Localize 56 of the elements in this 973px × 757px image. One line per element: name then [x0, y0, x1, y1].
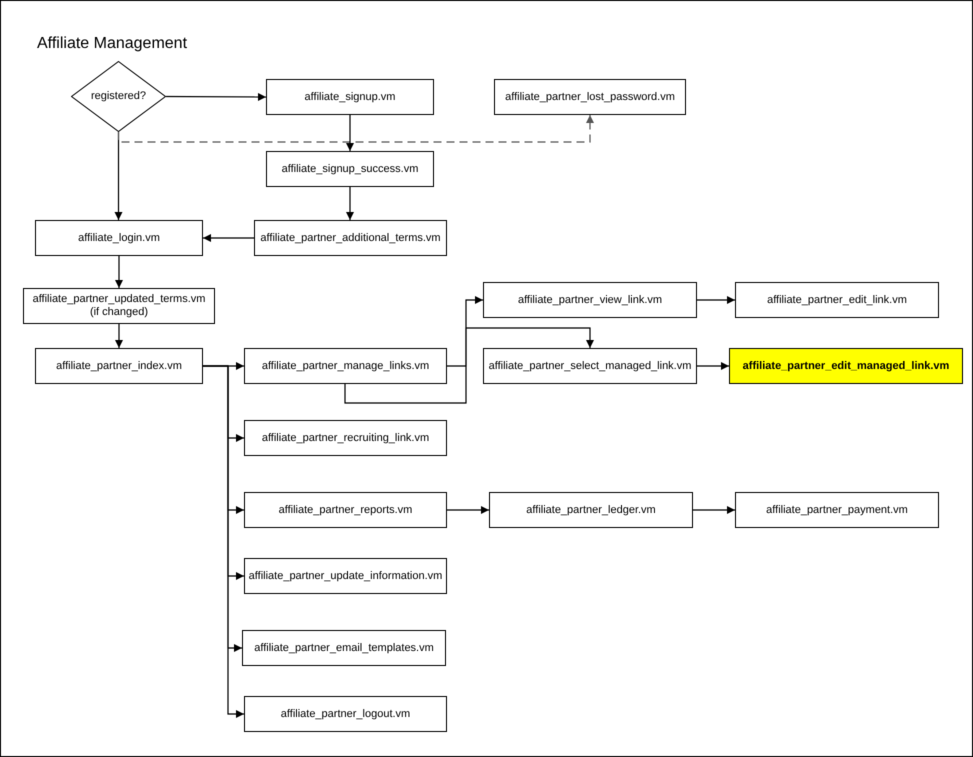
page-name: affiliate_signup_success.vm: [282, 162, 418, 176]
page-name: affiliate_partner_updated_terms.vm: [32, 293, 206, 306]
page-box: [244, 492, 447, 528]
page-name: affiliate_partner_recruiting_link.vm: [262, 432, 430, 444]
decision-diamond: [71, 61, 166, 132]
page-name: affiliate_partner_edit_link.vm: [767, 294, 907, 306]
page-box: [23, 288, 215, 324]
page-box: [735, 282, 939, 318]
page-box: [244, 558, 447, 594]
arrow: [447, 506, 489, 514]
arrow: [447, 296, 483, 367]
page-box: [35, 220, 203, 256]
highlighted-page-box: [729, 348, 963, 384]
decision-label: registered?: [90, 89, 146, 104]
page-name: affiliate_partner_ledger.vm: [526, 504, 656, 516]
page-box: [266, 151, 434, 187]
page-box: [483, 348, 697, 384]
arrow: [166, 92, 266, 101]
page-name: affiliate_partner_edit_managed_link.vm: [742, 360, 950, 372]
page-name: affiliate_partner_manage_links.vm: [262, 360, 430, 372]
page-name: affiliate_partner_email_templates.vm: [254, 642, 434, 654]
page-box: [735, 492, 939, 528]
page-name: affiliate_partner_view_link.vm: [518, 294, 662, 306]
arrow: [203, 234, 254, 242]
page-name: (if changed): [90, 306, 148, 319]
arrow: [115, 256, 123, 288]
page-box: [35, 348, 203, 384]
page-box: [254, 220, 447, 256]
page-name: affiliate_signup.vm: [304, 90, 396, 104]
page-name: affiliate_partner_update_information.vm: [248, 570, 442, 582]
page-box: [244, 420, 447, 456]
page-name: affiliate_login.vm: [78, 232, 160, 244]
page-box: [489, 492, 693, 528]
page-name: affiliate_partner_select_managed_link.vm: [488, 360, 692, 372]
arrow: [344, 327, 594, 404]
arrow: [697, 296, 735, 304]
diagram-title: Affiliate Management: [37, 34, 188, 54]
page-box: [494, 79, 686, 115]
arrow: [693, 506, 735, 514]
page-name: affiliate_partner_index.vm: [56, 360, 182, 372]
arrow: [203, 365, 244, 718]
page-box: [242, 630, 446, 666]
page-box: [266, 79, 434, 115]
page-name: affiliate_partner_payment.vm: [766, 504, 908, 516]
arrow: [115, 324, 123, 348]
arrow: [697, 362, 729, 370]
page-name: affiliate_partner_additional_terms.vm: [260, 232, 441, 244]
page-box: [244, 348, 447, 384]
page-box: [244, 696, 447, 732]
page-name: affiliate_partner_reports.vm: [278, 504, 412, 516]
page-box: [483, 282, 697, 318]
dashed-arrow: [118, 115, 594, 143]
arrow: [346, 187, 354, 220]
arrow: [346, 115, 354, 151]
page-name: affiliate_partner_logout.vm: [280, 708, 410, 720]
page-name: affiliate_partner_lost_password.vm: [505, 90, 675, 104]
